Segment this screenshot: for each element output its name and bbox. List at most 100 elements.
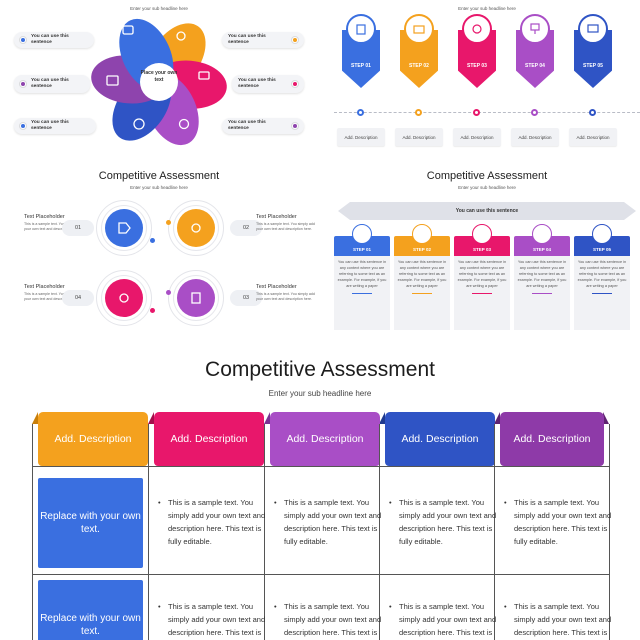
- pill-right-2: You can use this sentence: [232, 75, 304, 93]
- step-label: STEP 03: [454, 236, 510, 256]
- table-cell: •This is a sample text. You simply add y…: [158, 602, 266, 638]
- grid-line: [494, 424, 495, 640]
- tab-fold: [264, 412, 270, 424]
- magnet-icon: [178, 118, 190, 130]
- step-label: STEP 04: [525, 63, 545, 69]
- slide-subtitle: Enter your sub headline here: [130, 6, 188, 11]
- slide-subtitle: Enter your sub headline here: [458, 185, 516, 190]
- slide-title: Competitive Assessment: [426, 170, 548, 182]
- tab-fold: [603, 412, 609, 424]
- tab-fold: [494, 412, 500, 424]
- building-icon: [346, 14, 376, 44]
- step-1: STEP 01: [342, 14, 380, 88]
- number-badge: 01: [62, 220, 94, 236]
- accent-dot: [166, 220, 171, 225]
- pill-dot: [20, 81, 26, 87]
- number-badge: 03: [230, 290, 262, 306]
- description-box: Add. Description: [395, 128, 443, 146]
- cart-icon: [198, 71, 210, 80]
- pill-dot: [292, 123, 298, 129]
- mail-icon: [404, 14, 434, 44]
- step-label: STEP 05: [583, 63, 603, 69]
- step-label: STEP 02: [394, 236, 450, 256]
- number-badge: 04: [62, 290, 94, 306]
- circle-3: [168, 270, 224, 326]
- column-header-3: Add. Description: [270, 412, 380, 466]
- step-body-text: You can use this sentence in any context…: [577, 260, 627, 288]
- timeline-dot: [589, 109, 596, 116]
- column-step-3: STEP 03 You can use this sentence in any…: [454, 224, 510, 330]
- column-step-5: STEP 05 You can use this sentence in any…: [574, 224, 630, 330]
- step-2: STEP 02: [400, 14, 438, 88]
- tag-icon: [105, 209, 143, 247]
- pill-left-2: You can use this sentence: [14, 75, 90, 93]
- table-cell: •This is a sample text. You simply add y…: [158, 498, 266, 547]
- slide-subtitle: Enter your sub headline here: [130, 185, 188, 190]
- grid-line: [609, 424, 610, 640]
- document-icon: [177, 279, 215, 317]
- grid-line: [32, 424, 33, 640]
- grid-line: [264, 424, 265, 640]
- slide-steps-diagram: Enter your sub headline here STEP 01 STE…: [334, 0, 640, 160]
- column-header-2: Add. Description: [154, 412, 264, 466]
- step-label: STEP 02: [409, 63, 429, 69]
- table-cell: •This is a sample text. You simply add y…: [504, 602, 612, 638]
- column-header-1: Add. Description: [38, 412, 148, 466]
- step-label: STEP 04: [514, 236, 570, 256]
- chat-icon: [532, 224, 552, 244]
- slide-title: Competitive Assessment: [98, 170, 220, 182]
- page-subtitle: Enter your sub headline here: [268, 389, 372, 398]
- calendar-icon: [472, 224, 492, 244]
- pill-right-1: You can use this sentence: [222, 32, 304, 48]
- description-box: Add. Description: [453, 128, 501, 146]
- grid-line: [32, 574, 610, 575]
- timeline-dot: [473, 109, 480, 116]
- monitor-icon: [578, 14, 608, 44]
- step-body-text: You can use this sentence in any context…: [517, 260, 567, 288]
- step-body-text: You can use this sentence in any context…: [457, 260, 507, 288]
- pill-left-3: You can use this sentence: [14, 118, 96, 134]
- table-cell: •This is a sample text. You simply add y…: [274, 602, 382, 638]
- circle-1: [96, 200, 152, 256]
- tab-fold: [379, 412, 385, 424]
- timeline: [334, 112, 640, 113]
- banner-arrow: You can use this sentence: [338, 202, 636, 220]
- column-step-2: STEP 02 You can use this sentence in any…: [394, 224, 450, 330]
- handshake-icon: [462, 14, 492, 44]
- flower-center: [140, 63, 178, 101]
- description-box: Add. Description: [337, 128, 385, 146]
- pill-right-3: You can use this sentence: [222, 118, 304, 134]
- chat-icon: [122, 25, 134, 35]
- pill-dot: [292, 37, 298, 43]
- people-icon: [176, 31, 186, 41]
- slide-flower-diagram: Enter your sub headline here Place your …: [0, 0, 318, 160]
- description-box: Add. Description: [569, 128, 617, 146]
- table-cell: •This is a sample text. You simply add y…: [504, 498, 612, 547]
- step-body-text: You can use this sentence in any context…: [397, 260, 447, 288]
- store-icon: [106, 75, 119, 86]
- step-body-text: You can use this sentence in any context…: [337, 260, 387, 288]
- pill-dot: [20, 37, 26, 43]
- slide-assessment-table: Competitive Assessment Enter your sub he…: [0, 346, 640, 640]
- step-label: STEP 01: [334, 236, 390, 256]
- step-label: STEP 01: [351, 63, 371, 69]
- pill-dot: [20, 123, 26, 129]
- presenter-icon: [520, 14, 550, 44]
- tab-fold: [148, 412, 154, 424]
- bank-icon: [412, 224, 432, 244]
- step-4: STEP 04: [516, 14, 554, 88]
- column-step-4: STEP 04 You can use this sentence in any…: [514, 224, 570, 330]
- grid-line: [379, 424, 380, 640]
- accent-dot: [150, 308, 155, 313]
- pill-left-1: You can use this sentence: [14, 32, 94, 48]
- slide-subtitle: Enter your sub headline here: [458, 6, 516, 11]
- flower-center-text: Place your own text: [140, 70, 178, 83]
- step-5: STEP 05: [574, 14, 612, 88]
- page-title: Competitive Assessment: [205, 358, 435, 381]
- grid-line: [32, 466, 610, 467]
- people-icon: [352, 224, 372, 244]
- tab-fold: [32, 412, 38, 424]
- timeline-dot: [357, 109, 364, 116]
- number-badge: 02: [230, 220, 262, 236]
